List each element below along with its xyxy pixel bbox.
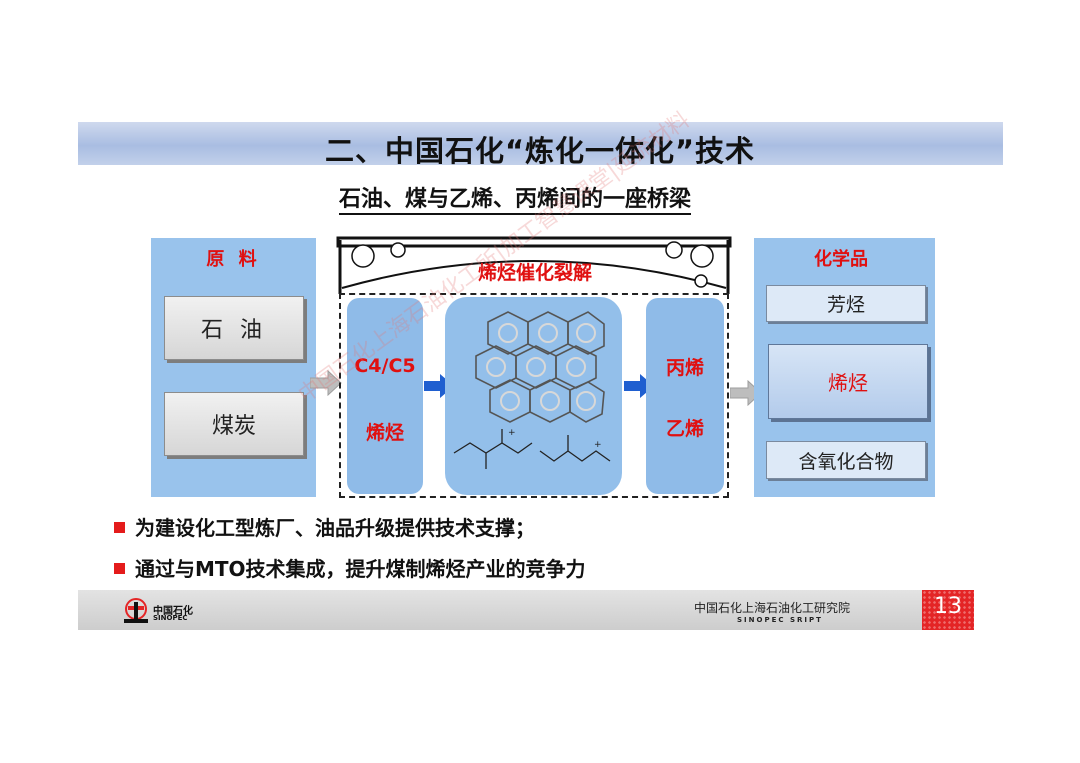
cracking-reactor-drawing <box>336 236 732 294</box>
raw-material-petroleum: 石 油 <box>164 296 304 360</box>
process-box <box>339 293 729 498</box>
slide-title: 二、中国石化“炼化一体化”技术 <box>324 134 756 168</box>
chemical-olefins: 烯烃 <box>768 344 928 419</box>
page-number: 13 <box>934 594 962 619</box>
product-propylene: 丙烯 <box>665 357 704 379</box>
logo-cn: 中国石化 <box>153 606 193 617</box>
products-panel <box>646 298 724 494</box>
bullet-text: 通过与MTO技术集成，提升煤制烯烃产业的竞争力 <box>135 557 586 581</box>
institute-name: 中国石化上海石油化工研究院 <box>694 601 851 615</box>
feed-line2: 烯烃 <box>365 422 404 444</box>
bullet-square-icon <box>114 563 125 574</box>
process-label: 烯烃催化裂解 <box>477 262 592 284</box>
carbocation-formulas: + + <box>453 428 611 469</box>
chemicals-label: 化学品 <box>814 249 868 270</box>
feed-panel <box>347 298 423 494</box>
subtitle-text: 石油、煤与乙烯、丙烯间的一座桥梁 <box>338 187 691 215</box>
product-ethylene: 乙烯 <box>665 418 704 440</box>
raw-materials-panel <box>151 238 316 497</box>
logo-en: SINOPEC <box>153 614 188 622</box>
bullet-square-icon <box>114 522 125 533</box>
gray-arrow-icon <box>310 370 342 396</box>
svg-text:+: + <box>508 428 516 438</box>
raw-material-coal: 煤炭 <box>164 392 304 456</box>
sinopec-logo-icon <box>124 598 148 623</box>
chemical-oxygenates: 含氧化合物 <box>766 441 926 479</box>
raw-materials-label: 原 料 <box>206 249 261 270</box>
bullet-item: 通过与MTO技术集成，提升煤制烯烃产业的竞争力 <box>114 553 586 582</box>
page-number-block <box>922 590 974 630</box>
bullet-text: 为建设化工型炼厂、油品升级提供技术支撑； <box>135 516 535 540</box>
chemical-aromatics: 芳烃 <box>766 285 926 322</box>
svg-text:+: + <box>594 440 602 450</box>
feed-line1: C4/C5 <box>354 355 416 377</box>
slide-subtitle: 石油、煤与乙烯、丙烯间的一座桥梁 <box>0 181 1030 215</box>
bullet-item: 为建设化工型炼厂、油品升级提供技术支撑； <box>114 512 535 541</box>
zeolite-structure-image <box>475 311 605 423</box>
footer-bar <box>78 590 974 630</box>
institute-name-en: SINOPEC SRIPT <box>737 616 823 624</box>
title-banner <box>78 122 1003 165</box>
